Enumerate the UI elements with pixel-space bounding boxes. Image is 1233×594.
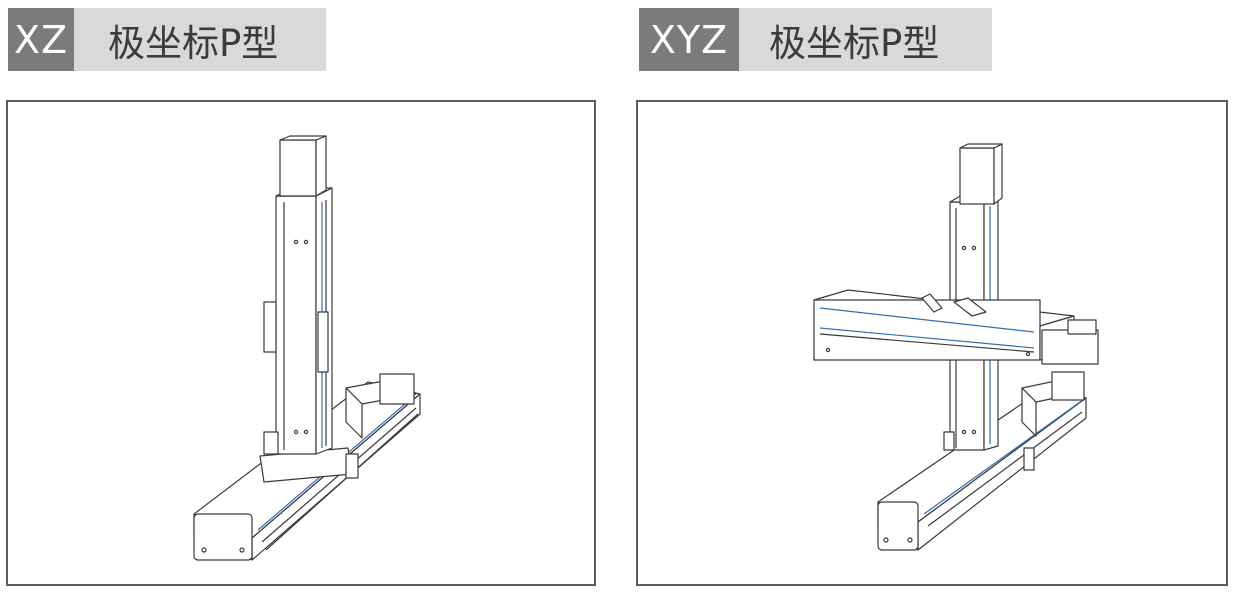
panel-header: XZ 极坐标P型 [8, 8, 326, 71]
axis-code-label: XYZ [639, 8, 739, 71]
model-name-label: 极坐标P型 [739, 8, 992, 71]
image-frame [636, 100, 1228, 586]
xyz-robot-illustration [813, 143, 1099, 551]
panel-xz: XZ 极坐标P型 [0, 0, 600, 594]
y-axis-beam [813, 289, 1099, 365]
panel-header: XYZ 极坐标P型 [639, 8, 992, 71]
image-frame [6, 100, 596, 586]
axis-code-label: XZ [8, 8, 74, 71]
xz-robot-illustration [193, 135, 421, 561]
x-axis-rail [877, 371, 1087, 551]
z-axis-column [263, 135, 333, 455]
model-name-label: 极坐标P型 [74, 8, 326, 71]
x-axis-rail [193, 373, 421, 561]
panel-xyz: XYZ 极坐标P型 [632, 0, 1233, 594]
z-axis-column [943, 143, 1003, 451]
